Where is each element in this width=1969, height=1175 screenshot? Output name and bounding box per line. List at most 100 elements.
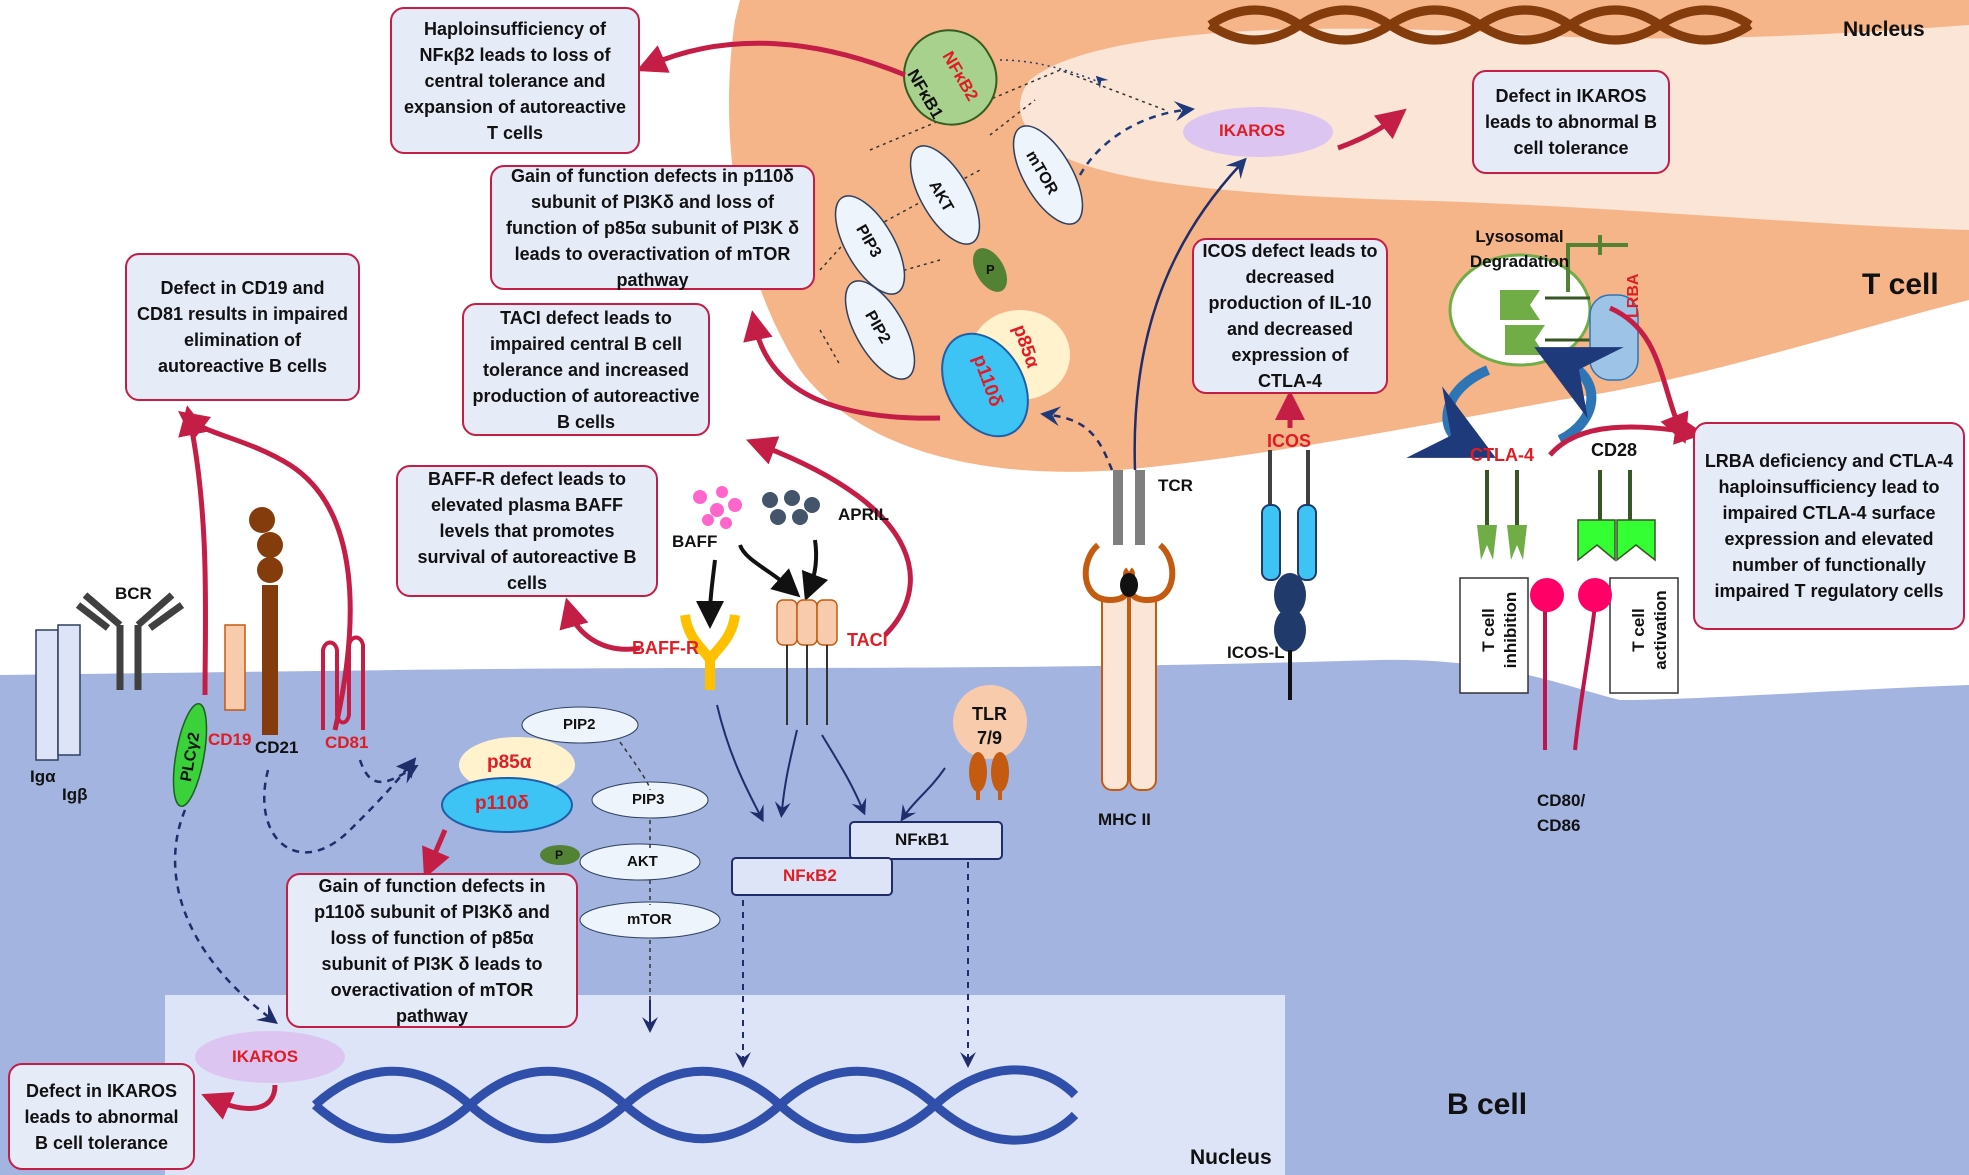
nfkb1-b-label: NFκB1	[895, 830, 949, 849]
tcell-inhibition-label: T cell inhibition	[1479, 591, 1520, 669]
tlr-receptor	[953, 685, 1027, 800]
plcg2-node	[172, 702, 208, 808]
pip2-t-node	[844, 280, 916, 380]
icos-complex	[1261, 450, 1317, 700]
nfkb2-b-label: NFκB2	[783, 866, 837, 885]
iga-label: Igα	[30, 767, 56, 786]
t-dna-icon	[1207, 5, 1753, 45]
igb-label: Igβ	[62, 785, 88, 804]
defect-box-taci: TACI defect leads to impaired central B …	[462, 303, 710, 436]
pip3-t-node	[834, 195, 906, 295]
mhc-tcr-complex	[1040, 157, 1247, 791]
arrow-baffr	[559, 597, 641, 652]
defect-box-pi3k-t: Gain of function defects in p110δ subuni…	[490, 165, 815, 290]
cd21-to-pi3k-arrow	[263, 757, 417, 854]
icosl-label: ICOS-L	[1227, 643, 1285, 662]
arrow-ikaros-t	[1337, 108, 1407, 151]
cd19-label: CD19	[208, 730, 252, 749]
ikaros-t-node	[1183, 107, 1333, 157]
taci-receptor	[776, 599, 838, 725]
lysosome-complex	[1406, 235, 1639, 458]
arrow-lrba	[1608, 305, 1689, 444]
ikaros-b-node	[195, 1031, 345, 1083]
bcr-label: BCR	[115, 584, 152, 603]
tlr-label: TLR 7/9	[972, 704, 1007, 748]
ctla4-receptor	[1477, 470, 1527, 560]
p-b-label: P	[555, 848, 564, 862]
arrow-cd19	[178, 405, 209, 696]
mhc-label: MHC II	[1098, 810, 1151, 829]
baff-label: BAFF	[672, 532, 718, 551]
april-label: APRIL	[838, 505, 889, 524]
defect-box-ikaros-b: Defect in IKAROS leads to abnormal B cel…	[8, 1063, 195, 1170]
cd81-receptor	[321, 635, 365, 730]
mtor-b-label: mTOR	[627, 911, 672, 928]
ikaros-t-label: IKAROS	[1219, 121, 1286, 140]
plcg2-to-ikaros-arrow	[173, 809, 278, 1025]
pip2-b-node	[521, 706, 639, 744]
tcell-activation-frame	[1609, 577, 1679, 694]
mtor-t-node	[1012, 125, 1084, 225]
nfkb2-b-box	[731, 857, 893, 896]
tcr-to-nucleus-line	[1133, 157, 1247, 471]
baff-r-receptor	[680, 614, 740, 690]
defect-box-nfkb2-t: Haploinsufficiency of NFκβ2 leads to los…	[390, 7, 640, 154]
arrow-taci	[745, 436, 913, 637]
mtor-to-nucleus-arrow	[1078, 101, 1195, 176]
defect-box-lrba: LRBA deficiency and CTLA-4 haploinsuffic…	[1693, 422, 1965, 630]
nfkb-to-nucleus-arrow	[999, 59, 1109, 89]
b-nucleus-label: Nucleus	[1190, 1146, 1272, 1169]
akt-b-node	[579, 843, 701, 881]
cd21-label: CD21	[255, 738, 299, 757]
b-cell-label: B cell	[1447, 1088, 1528, 1121]
arrow-pi3k-t	[743, 310, 941, 421]
cd21-receptor	[249, 507, 283, 735]
taci-label: TACI	[847, 630, 888, 650]
ig-alpha-beta	[35, 624, 81, 761]
pip3-b-label: PIP3	[632, 791, 665, 808]
pip2-b-label: PIP2	[563, 716, 596, 733]
pip3-b-node	[591, 781, 709, 819]
p110d-b-label: p110δ	[475, 793, 529, 814]
arrow-nfkb2-t	[636, 40, 906, 78]
lysosomal-label: Lysosomal Degradation	[1469, 227, 1570, 271]
tcell-activation-label: T cell activation	[1629, 590, 1670, 670]
cd81-to-pi3k-arrow	[358, 759, 419, 784]
p-t-label: P	[986, 262, 995, 277]
p85a-b-label: p85α	[487, 752, 532, 773]
bcr-receptor	[75, 592, 185, 690]
defect-box-ikaros-t: Defect in IKAROS leads to abnormal B cel…	[1472, 70, 1670, 174]
cd80-label: CD80/ CD86	[1537, 791, 1586, 835]
baffr-label: BAFF-R	[632, 638, 699, 658]
t-nucleus-label: Nucleus	[1843, 18, 1925, 41]
p-b-node	[540, 845, 580, 865]
defect-box-baffr: BAFF-R defect leads to elevated plasma B…	[396, 465, 658, 597]
cd28-label: CD28	[1591, 440, 1638, 460]
arrow-ikaros-b	[201, 1084, 278, 1120]
defect-box-pi3k-b: Gain of function defects in p110δ subuni…	[286, 873, 578, 1028]
april-ligand-icon	[762, 490, 820, 525]
mtor-b-node	[579, 901, 721, 939]
t-cell-label: T cell	[1862, 268, 1939, 301]
icos-label: ICOS	[1267, 431, 1312, 451]
ctla4-label: CTLA-4	[1470, 445, 1534, 465]
b-dna-icon	[311, 1065, 1079, 1145]
nfkb1-b-box	[849, 821, 1003, 860]
p-t-node	[972, 248, 1008, 292]
arrow-pi3k-b	[422, 829, 450, 879]
lrba-label: LRBA	[1625, 273, 1642, 318]
cd81-label: CD81	[325, 733, 369, 752]
p110d-t-node	[941, 332, 1029, 438]
cd80-cd86-ligand	[1530, 578, 1612, 751]
tcr-to-pi3k-arrow	[1040, 406, 1114, 471]
defect-box-icos: ICOS defect leads to decreased productio…	[1192, 238, 1388, 394]
cd28-receptor	[1577, 470, 1656, 562]
akt-b-label: AKT	[627, 853, 658, 870]
cd19-receptor	[224, 624, 246, 711]
arrow-ctla4	[1548, 415, 1705, 457]
defect-box-cd19: Defect in CD19 and CD81 results in impai…	[125, 253, 360, 401]
arrow-cd81	[177, 411, 353, 731]
ikaros-b-label: IKAROS	[232, 1047, 299, 1066]
tcell-inhibition-frame	[1459, 577, 1529, 694]
